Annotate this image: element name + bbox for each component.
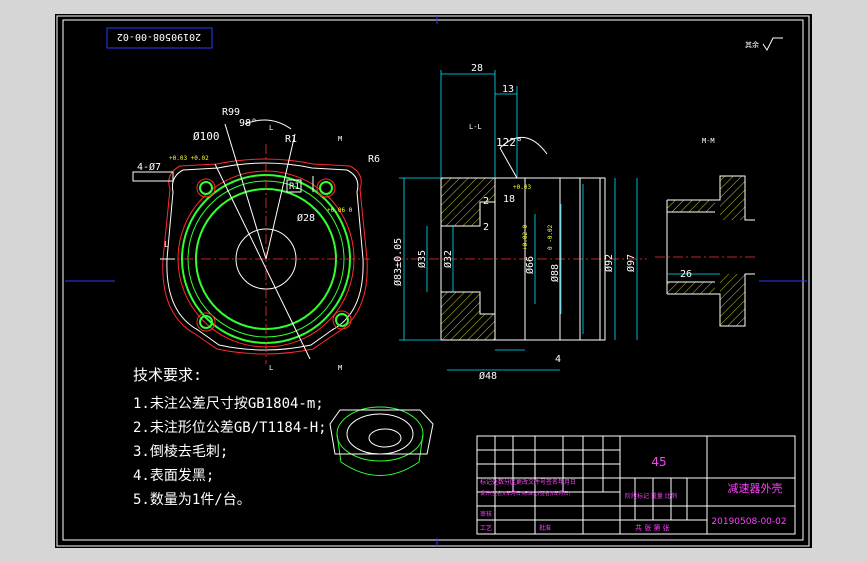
dim-holes-tol: +0.03 +0.02 — [169, 155, 209, 162]
dim-r1-mid: R1 — [289, 182, 300, 192]
dim-phi97: Ø97 — [625, 254, 637, 272]
title-row-5: 批准 — [539, 524, 551, 532]
section-mark-m-bottom: M — [338, 364, 342, 372]
left-view — [162, 119, 370, 364]
dim-phi35: Ø35 — [416, 250, 428, 268]
drawing-canvas: 20190508-00-02 其余 R99 98° R1 Ø100 R6 4-Ø… — [55, 14, 812, 548]
title-row-3: 审核 — [480, 510, 492, 518]
dim-phi92: Ø92 — [603, 254, 615, 272]
dim-r6: R6 — [368, 154, 380, 165]
cad-drawing: 20190508-00-02 其余 R99 98° R1 Ø100 R6 4-Ø… — [56, 15, 810, 547]
dim-angle98: 98° — [239, 118, 257, 129]
dim-26: 26 — [680, 269, 692, 280]
section-label-mm: M-M — [702, 137, 715, 145]
dim-18: 18 — [503, 194, 515, 205]
dim-angle122: 122° — [496, 136, 523, 149]
section-mark-m-top: M — [338, 135, 342, 143]
title-block — [476, 435, 796, 535]
dim-phi100: Ø100 — [193, 130, 220, 143]
section-view — [393, 70, 647, 371]
tech-req-item-4: 4.表面发黑; — [133, 468, 214, 484]
dim-phi28: Ø28 — [297, 212, 315, 224]
tolerance-frame — [132, 171, 174, 182]
inner-border — [62, 19, 804, 541]
material: 45 — [651, 455, 666, 469]
drawing-no: 20190508-00-02 — [711, 517, 786, 527]
title-row-1: 标记处数分区更改文件号签名年月日 — [480, 478, 576, 486]
dim-holes: 4-Ø7 — [137, 161, 161, 173]
outer-border — [56, 15, 810, 547]
sheet-label: 共 张 第 张 — [635, 523, 670, 532]
title-row-4: 工艺 — [480, 524, 492, 532]
section-mark-l-bottom: L — [269, 364, 273, 372]
right-view — [655, 175, 755, 327]
tech-req-item-2: 2.未注形位公差GB/T1184-H; — [133, 420, 327, 436]
dim-phi66: Ø66 — [524, 256, 536, 274]
dim-phi88: Ø88 — [549, 264, 561, 282]
dim-18-tol: +0.03 — [513, 184, 531, 191]
section-label-ll: L-L — [469, 123, 482, 131]
dim-phi48: Ø48 — [479, 370, 497, 382]
tech-req-item-3: 3.倒棱去毛刺; — [133, 444, 228, 460]
drawing-number-stamp-box — [106, 27, 213, 49]
dim-phi83: Ø83±0.05 — [392, 238, 404, 286]
datum-label: L — [164, 240, 169, 249]
part-name: 减速器外壳 — [728, 481, 783, 495]
dim-2a: 2 — [483, 196, 489, 207]
dim-phi32: Ø32 — [442, 250, 454, 268]
dim-phi28-tol: +0.06 0 — [327, 207, 353, 214]
dim-phi88-tol: 0 -0.02 — [547, 224, 554, 250]
dim-2b: 2 — [483, 222, 489, 233]
roughness-note: 其余 — [745, 40, 759, 49]
dim-13: 13 — [502, 84, 514, 95]
tech-req-item-5: 5.数量为1件/台。 — [133, 492, 251, 508]
section-mark-l-top: L — [269, 124, 273, 132]
title-row-2: 设计(签名)(年月日)标准化(签名)(年月日) — [480, 490, 571, 497]
tech-req-item-1: 1.未注公差尺寸按GB1804-m; — [133, 396, 324, 412]
dim-4: 4 — [555, 354, 561, 365]
drawing-number-stamp: 20190508-00-02 — [117, 31, 201, 42]
tech-req-title: 技术要求: — [133, 366, 202, 384]
dim-28: 28 — [471, 63, 483, 74]
dim-r99: R99 — [222, 107, 240, 118]
isometric-sketch — [329, 406, 434, 476]
dim-phi66-tol: +0.02 0 — [522, 224, 529, 250]
roughness-symbol — [762, 37, 783, 51]
stage-label: 阶段标记 重量 比例 — [625, 492, 677, 500]
dim-r1-top: R1 — [285, 134, 297, 145]
